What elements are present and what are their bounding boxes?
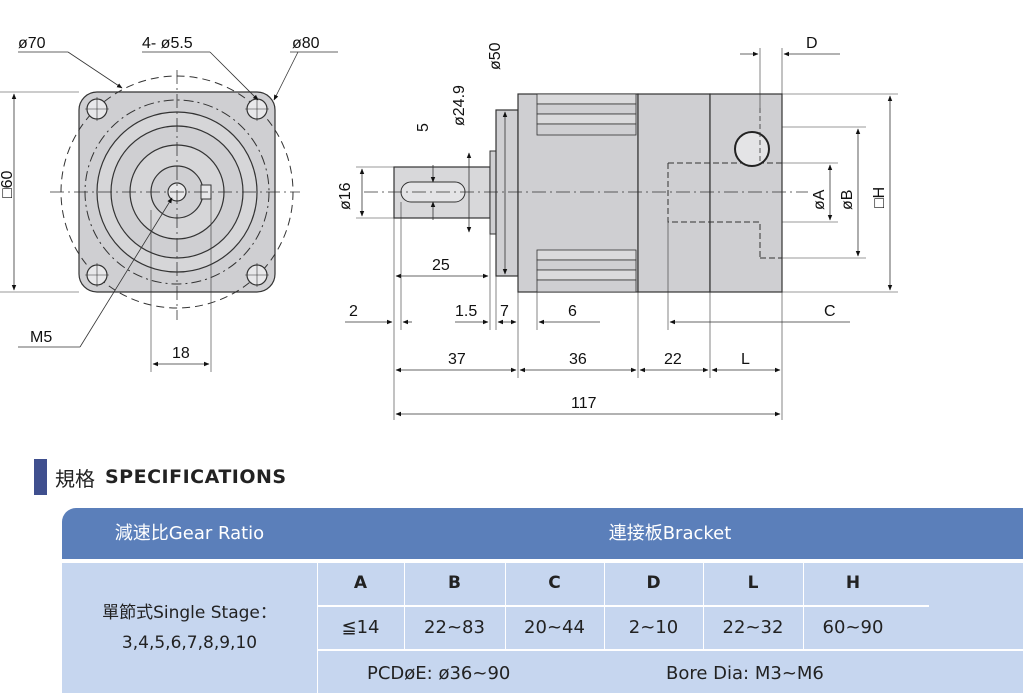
specifications-heading: 規格 SPECIFICATIONS [34,459,287,495]
label-dim5: 5 [415,123,432,132]
label-dim18: 18 [172,345,190,362]
stage-cell: 單節式Single Stage： 3,4,5,6,7,8,9,10 [62,563,317,693]
technical-drawing: ø70 4- ø5.5 ø80 □60 M5 18 [0,35,898,420]
value-c: 20~44 [524,617,585,638]
heading-accent-bar [34,459,47,495]
spec-table: 減速比Gear Ratio 連接板Bracket 單節式Single Stage… [62,508,1023,695]
label-dim22: 22 [664,351,682,368]
label-dim117: 117 [571,395,597,412]
label-dimL: L [741,351,750,368]
label-dim7: 7 [500,303,509,320]
label-dim15: 1.5 [455,303,477,320]
adapter-body [637,93,711,293]
col-header-h: H [845,573,861,593]
heading-en: SPECIFICATIONS [105,466,287,488]
value-d: 2~10 [628,617,679,638]
stage-line-2: 3,4,5,6,7,8,9,10 [121,633,258,653]
col-header-l: L [747,573,759,593]
side-view: ø50 ø24.9 5 ø16 25 2 1.5 7 6 C D øA øB □… [337,35,898,420]
front-view: ø70 4- ø5.5 ø80 □60 M5 18 [0,35,338,372]
bracket-plate [709,93,783,293]
label-dim37: 37 [448,351,466,368]
label-dim6: 6 [568,303,577,320]
header-bracket: 連接板Bracket [608,523,732,544]
value-l: 22~32 [722,617,784,638]
heading-cn: 規格 [55,466,95,491]
pcd-range: PCDøE: ø36~90 [367,663,511,684]
value-h: 60~90 [822,617,884,638]
label-diaA: øA [811,189,828,210]
label-dia80: ø80 [292,35,320,52]
label-thread-m5: M5 [30,329,52,346]
flange-plate [495,109,519,277]
value-a: ≦14 [341,617,380,638]
label-dim36: 36 [569,351,587,368]
spec-table-header: 減速比Gear Ratio 連接板Bracket [62,508,1023,559]
label-dia50: ø50 [487,42,504,70]
label-dia249: ø24.9 [451,85,468,126]
col-header-b: B [448,573,461,593]
clamp-screw-hole [734,131,770,167]
col-header-a: A [353,573,368,593]
label-diaB: øB [839,190,856,210]
value-b: 22~83 [424,617,485,638]
stage-line-1: 單節式Single Stage： [102,603,277,623]
label-dim2: 2 [349,303,358,320]
label-dimD: D [806,35,818,52]
label-dia70: ø70 [18,35,46,52]
label-dimC: C [824,303,836,320]
label-squareH: □H [871,187,888,208]
col-header-c: C [548,573,561,593]
label-square60: □60 [0,170,16,198]
label-dim25: 25 [432,257,450,274]
label-holes: 4- ø5.5 [142,35,193,52]
header-gear-ratio: 減速比Gear Ratio [114,523,265,544]
label-dia16: ø16 [337,182,354,210]
spec-table-body: 單節式Single Stage： 3,4,5,6,7,8,9,10 A B C … [62,563,1023,693]
bore-range: Bore Dia: M3~M6 [666,663,824,684]
shaft-collar [489,150,497,235]
col-header-d: D [646,573,661,593]
